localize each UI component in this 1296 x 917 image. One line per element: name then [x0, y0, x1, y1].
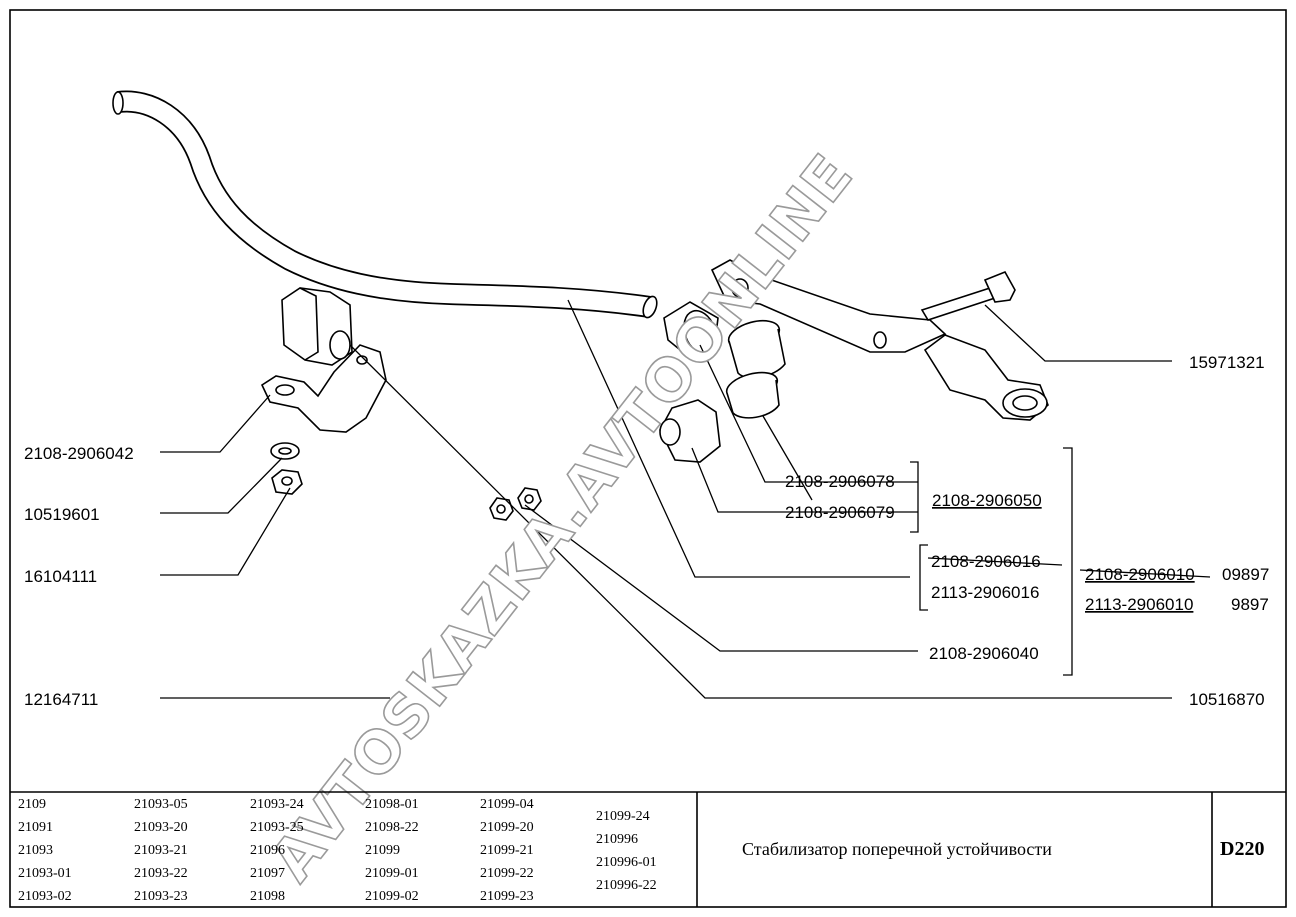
- model-item: 21099-04: [480, 797, 534, 812]
- model-item: 21098: [250, 889, 285, 904]
- model-item: 21098-01: [365, 797, 419, 812]
- label-assembly-old-qty: 09897: [1222, 565, 1269, 584]
- model-item: 21093-01: [18, 866, 72, 881]
- label-bar-old: 2108-2906016: [931, 552, 1041, 571]
- model-item: 21099-20: [480, 820, 534, 835]
- section-code: D220: [1220, 838, 1264, 860]
- washer-part: [270, 442, 300, 460]
- model-list: 2109 21091 21093 21093-01 21093-02 21093…: [18, 797, 657, 904]
- bushing-sleeve-lower: [725, 371, 780, 419]
- label-assembly-new: 2113-2906010: [1085, 595, 1193, 614]
- label-bar-new: 2113-2906016: [931, 583, 1039, 602]
- model-item: 21099-02: [365, 889, 419, 904]
- model-item: 210996-22: [596, 878, 657, 893]
- label-link-assembly: 2108-2906050: [932, 491, 1042, 510]
- model-item: 21093-02: [18, 889, 72, 904]
- model-item: 21093-22: [134, 866, 188, 881]
- model-item: 21093: [18, 843, 53, 858]
- model-item: 21091: [18, 820, 53, 835]
- label-bushing-inner: 2108-2906078: [785, 472, 895, 491]
- nut-part: [271, 469, 303, 495]
- model-item: 21099: [365, 843, 400, 858]
- model-item: 21098-22: [365, 820, 419, 835]
- model-item: 21097: [250, 866, 285, 881]
- link-nuts: [489, 487, 542, 521]
- watermark: AVTOSKAZKA.AVTOONLINE: [257, 141, 866, 893]
- model-item: 21093-05: [134, 797, 188, 812]
- model-item: 21093-25: [250, 820, 304, 835]
- label-assembly-old: 2108-2906010: [1085, 565, 1195, 584]
- label-washer: 10519601: [24, 505, 100, 524]
- model-item: 21099-22: [480, 866, 534, 881]
- model-item: 2109: [18, 797, 46, 812]
- cushion-bracket: [260, 344, 387, 433]
- stabilizer-bar: [116, 90, 652, 318]
- model-item: 210996: [596, 832, 638, 847]
- model-item: 21093-21: [134, 843, 188, 858]
- label-nut-bracket: 16104111: [24, 567, 97, 586]
- label-washer-link: 10516870: [1189, 690, 1265, 709]
- assembly-title: Стабилизатор поперечной устойчивости: [742, 839, 1052, 859]
- model-item: 21093-24: [250, 797, 304, 812]
- label-cushion: 2108-2906040: [929, 644, 1039, 663]
- bolt-part: [920, 270, 1016, 321]
- leaders: [160, 299, 1211, 699]
- label-bushing-outer: 2108-2906079: [785, 503, 895, 522]
- part-labels: 15971321 2108-2906042 10519601 16104111 …: [24, 353, 1269, 709]
- model-item: 21093-23: [134, 889, 188, 904]
- bushing-on-bar: [663, 301, 719, 359]
- model-item: 21099-21: [480, 843, 534, 858]
- label-nut-link: 12164711: [24, 690, 98, 709]
- title-block: 2109 21091 21093 21093-01 21093-02 21093…: [10, 791, 1286, 907]
- model-item: 21093-20: [134, 820, 188, 835]
- bushing-sleeve-upper: [727, 319, 786, 379]
- model-item: 21099-23: [480, 889, 534, 904]
- rubber-bushing: [659, 399, 721, 463]
- model-item: 21099-01: [365, 866, 419, 881]
- link-arm: [710, 259, 1049, 421]
- label-assembly-new-qty: 9897: [1231, 595, 1269, 614]
- label-bolt: 15971321: [1189, 353, 1265, 372]
- model-item: 210996-01: [596, 855, 657, 870]
- bar-cushion: [281, 287, 353, 366]
- model-item: 21096: [250, 843, 285, 858]
- sheet-frame: [9, 9, 1287, 908]
- model-item: 21099-24: [596, 809, 650, 824]
- drawing: [112, 90, 1049, 521]
- label-bracket: 2108-2906042: [24, 444, 134, 463]
